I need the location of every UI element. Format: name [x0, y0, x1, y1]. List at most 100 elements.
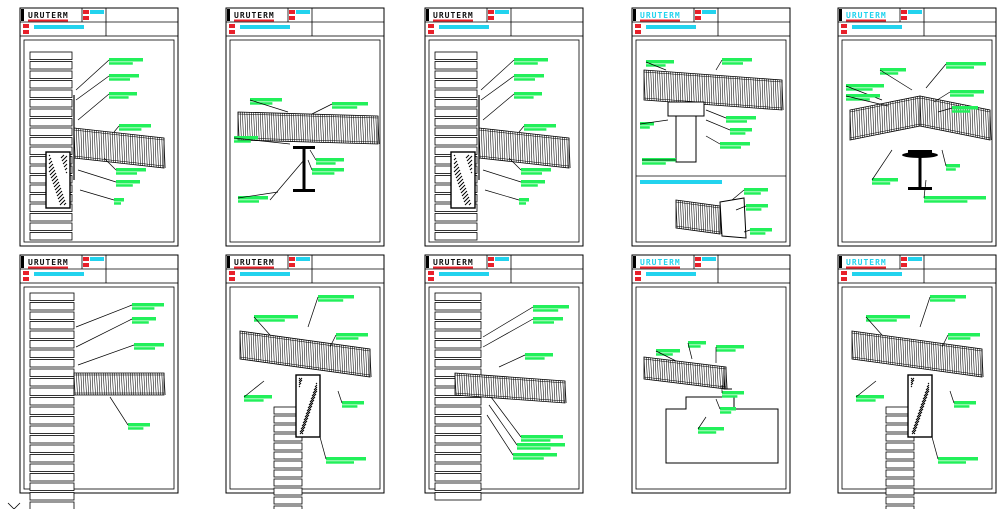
callout-tag [744, 188, 768, 192]
brick [273, 469, 303, 478]
leader-line [855, 380, 877, 398]
callout-tag [318, 295, 354, 299]
ucs-axis-icon [7, 502, 21, 509]
brick [29, 387, 75, 396]
callout-tag [730, 128, 752, 132]
callout-tag [234, 136, 258, 140]
title-edge-mark [426, 256, 429, 268]
panel-skin-top [73, 129, 165, 141]
callout-tag [238, 196, 268, 200]
brick [29, 406, 75, 415]
support-line [269, 159, 305, 201]
title-red-mark [289, 10, 295, 14]
brick [29, 378, 75, 387]
callout-tag [722, 391, 744, 395]
callout-tag [954, 401, 976, 405]
leader-line [249, 99, 289, 113]
title-red-bar [846, 266, 886, 269]
leader-line [931, 436, 939, 460]
leader-line [337, 390, 343, 404]
title-edge-mark [839, 256, 842, 268]
brick [434, 416, 482, 425]
callout-tag [716, 345, 744, 349]
callout-tag [746, 204, 768, 208]
callout-tag-line2 [514, 78, 535, 81]
leader-line [743, 229, 751, 233]
leader-line [871, 149, 893, 181]
title-edge-mark [227, 9, 230, 21]
brick [434, 473, 482, 482]
sheet-3: URUTERM [424, 7, 584, 247]
panel-skin-top [643, 71, 783, 83]
panel-skin-bottom [237, 137, 379, 143]
brick [434, 108, 478, 117]
brick [885, 469, 915, 478]
brand-name: URUTERM [433, 258, 474, 267]
leader-line [482, 169, 522, 183]
callout-tag-line2 [646, 64, 666, 67]
callout-tag [846, 94, 880, 98]
leader-line [865, 316, 883, 336]
title-red-mark-3 [428, 24, 434, 28]
callout-tag-line2 [946, 168, 956, 171]
callout-tag [514, 92, 542, 96]
leader-line [309, 149, 317, 161]
title-red-bar [28, 266, 68, 269]
callout-tag [946, 164, 960, 168]
brick [434, 80, 478, 89]
drawing-viewport [23, 286, 175, 490]
callout-tag-line2 [746, 208, 762, 211]
callout-tag [128, 423, 150, 427]
callout-tag [132, 317, 156, 321]
title-cyan-mark [296, 10, 310, 14]
title-red-mark-4 [428, 30, 434, 34]
brick [434, 137, 478, 146]
callout-tag [114, 198, 124, 202]
callout-tag [866, 315, 910, 319]
callout-tag [116, 168, 146, 172]
leader-line [482, 318, 534, 348]
panel-skin-bottom [851, 356, 983, 376]
drawing-viewport [635, 39, 787, 243]
leader-line [75, 75, 110, 101]
leader-line [307, 296, 319, 328]
callout-tag-line2 [744, 192, 761, 195]
callout-tag-line2 [132, 307, 155, 310]
leader-line [949, 390, 955, 404]
leader-line [75, 318, 133, 348]
callout-tag-line2 [116, 172, 137, 175]
brick [434, 232, 478, 241]
brick [273, 451, 303, 460]
leader-line [77, 169, 117, 183]
brick [273, 460, 303, 469]
callout-tag-line2 [698, 431, 717, 434]
title-edge-mark [839, 9, 842, 21]
callout-tag [950, 90, 984, 94]
beam-plate [902, 152, 938, 158]
panel-hatch [643, 356, 728, 390]
title-red-bar [234, 266, 274, 269]
column-cap [667, 101, 705, 117]
brick [885, 460, 915, 469]
brick [29, 444, 75, 453]
callout-tag [521, 435, 563, 439]
callout-tag [336, 333, 368, 337]
title-cyan-bar [240, 272, 290, 276]
leader-line [715, 59, 723, 71]
callout-tag [698, 427, 724, 431]
callout-tag-line2 [521, 184, 538, 187]
panel-outline [454, 372, 566, 404]
callout-tag-line2 [846, 98, 870, 101]
callout-tag-line2 [109, 78, 130, 81]
title-red-mark-2 [901, 16, 907, 20]
steel-i-beam [293, 146, 315, 192]
title-edge-mark [21, 9, 24, 21]
brick [434, 330, 482, 339]
callout-tag-line2 [642, 162, 666, 165]
callout-tag [521, 180, 545, 184]
callout-tag-line2 [514, 62, 538, 65]
callout-tag-line2 [134, 347, 155, 350]
leader-line [488, 404, 518, 446]
callout-tag-line2 [720, 146, 741, 149]
title-edge-mark [426, 9, 429, 21]
